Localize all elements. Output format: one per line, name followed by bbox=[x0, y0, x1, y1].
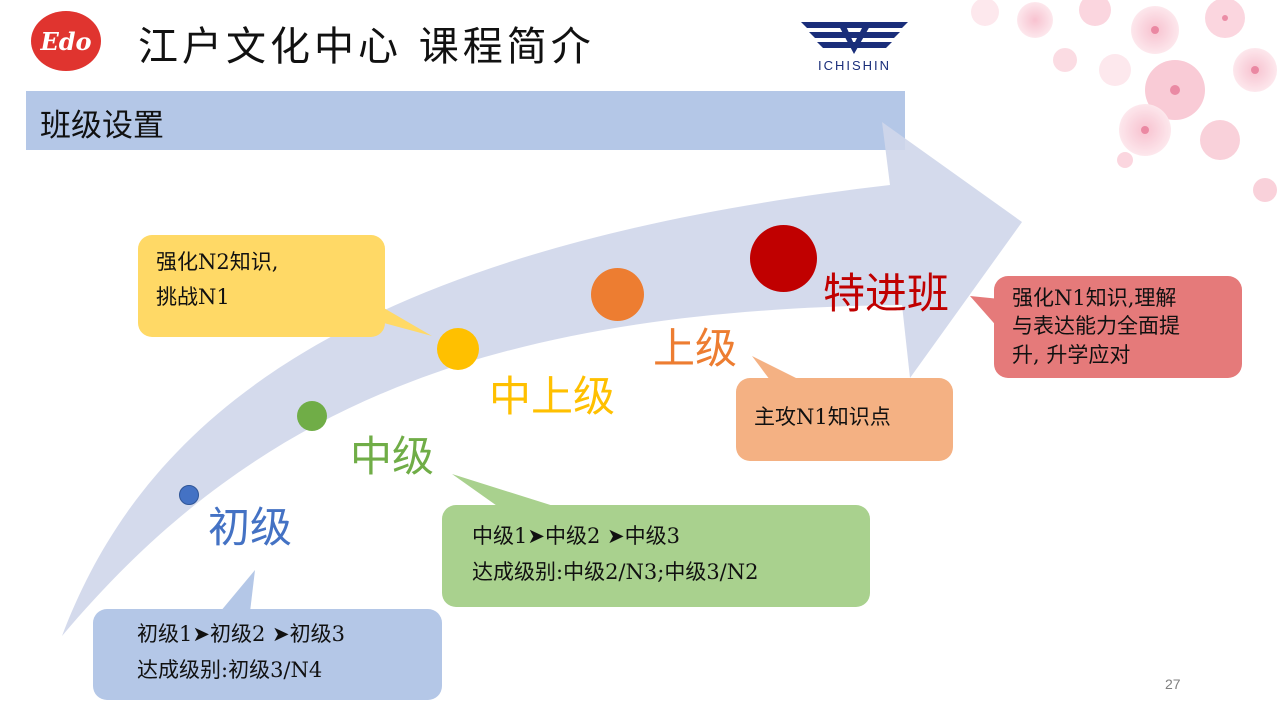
callout-special: 强化N1知识,理解 与表达能力全面提 升, 升学应对 bbox=[994, 276, 1242, 378]
level-dot-upper-intermediate bbox=[437, 328, 479, 370]
callout-line: 挑战N1 bbox=[156, 284, 230, 309]
callout-line: 达成级别:中级2/N3;中级3/N2 bbox=[472, 559, 759, 584]
section-title: 班级设置 bbox=[40, 108, 164, 144]
page-title: 江户文化中心 课程简介 bbox=[138, 24, 595, 70]
callout-line: 强化N1知识,理解 bbox=[1012, 286, 1177, 310]
level-label-intermediate: 中级 bbox=[350, 432, 435, 481]
level-label-advanced: 上级 bbox=[653, 324, 738, 373]
level-dot-beginner bbox=[179, 485, 199, 505]
ichishin-logo-text: ICHISHIN bbox=[817, 58, 892, 73]
callout-line: 中级1➤中级2 ➤中级3 bbox=[472, 524, 680, 548]
level-label-special: 特进班 bbox=[823, 269, 950, 318]
level-dot-intermediate bbox=[297, 401, 327, 431]
edo-logo: Edo bbox=[31, 11, 101, 71]
level-dot-advanced bbox=[591, 268, 644, 321]
sakura-decoration bbox=[925, 0, 1279, 230]
level-label-beginner: 初级 bbox=[208, 503, 293, 552]
level-label-upper-intermediate: 中上级 bbox=[489, 372, 616, 421]
ichishin-logo bbox=[801, 22, 908, 54]
callout-line: 初级1➤初级2 ➤初级3 bbox=[137, 622, 345, 646]
callout-line: 与表达能力全面提 bbox=[1012, 314, 1180, 339]
callout-line: 主攻N1知识点 bbox=[754, 405, 891, 429]
callout-advanced: 主攻N1知识点 bbox=[736, 378, 953, 461]
page-number: 27 bbox=[1165, 676, 1181, 692]
callout-line: 强化N2知识, bbox=[156, 250, 279, 274]
level-dot-special bbox=[750, 225, 817, 292]
callout-upper-intermediate: 强化N2知识, 挑战N1 bbox=[138, 235, 385, 337]
callout-line: 达成级别:初级3/N4 bbox=[137, 657, 323, 682]
callout-line: 升, 升学应对 bbox=[1012, 342, 1131, 367]
callout-beginner: 初级1➤初级2 ➤初级3 达成级别:初级3/N4 bbox=[93, 609, 442, 700]
section-banner bbox=[26, 91, 905, 150]
callout-intermediate: 中级1➤中级2 ➤中级3 达成级别:中级2/N3;中级3/N2 bbox=[442, 505, 870, 607]
